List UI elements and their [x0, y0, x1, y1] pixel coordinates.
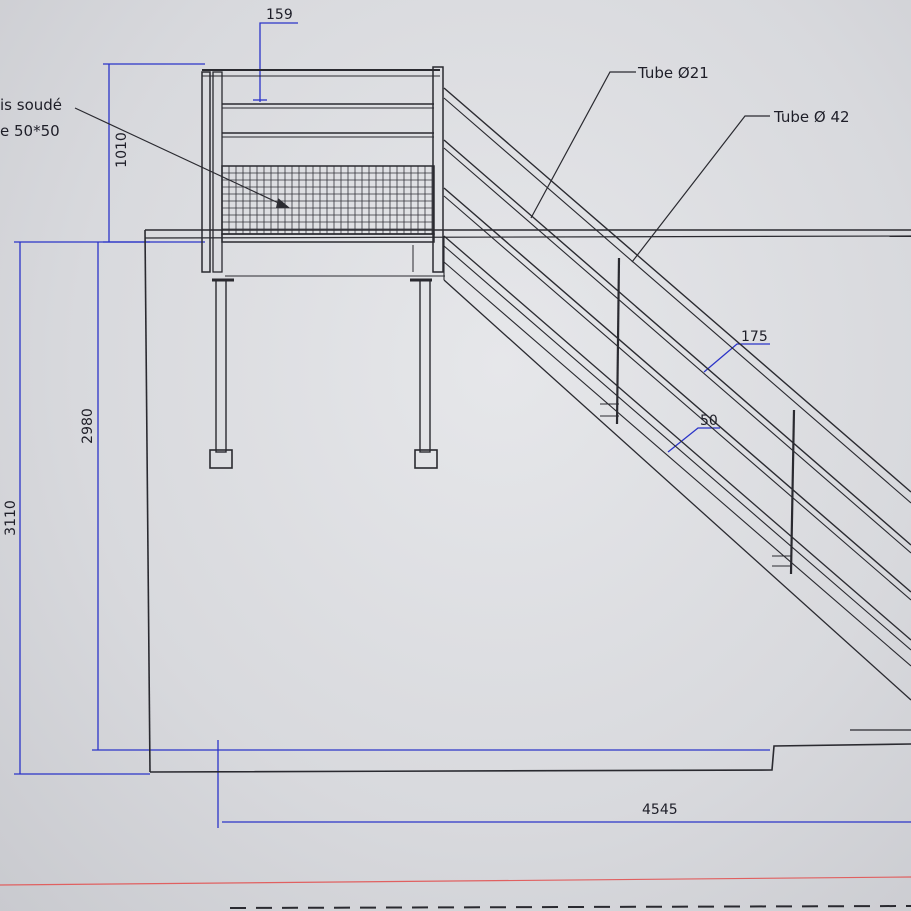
leader-tube-21: [530, 71, 636, 219]
stair-post-1: [615, 257, 621, 425]
stair-post-2: [789, 409, 796, 575]
grating-leader-arrow: [276, 198, 290, 208]
handrail-mid-1: [443, 139, 911, 546]
structure-lines: [74, 66, 911, 773]
dim-175-leader: [703, 343, 770, 373]
dim-1010-text: 1010: [114, 132, 130, 168]
support-leg-right: [419, 279, 431, 453]
label-tube-21: Tube Ø21: [637, 64, 709, 82]
page-margin-line: [0, 876, 911, 886]
handrail-top-1: [443, 87, 911, 493]
leader-tube-42: [631, 115, 770, 263]
left-post: [201, 71, 211, 273]
right-post: [432, 66, 444, 273]
dim-50-leader: [667, 427, 720, 453]
handrail-mid-2: [443, 147, 911, 554]
label-tube-42: Tube Ø 42: [773, 108, 850, 126]
dim-4545-text: 4545: [642, 802, 678, 818]
left-post-inner: [212, 71, 223, 273]
base-plate-left: [209, 449, 233, 469]
stringer-top: [443, 235, 911, 641]
label-grating-line1: is soudé: [0, 96, 62, 114]
handrail-top-2: [443, 97, 911, 504]
stringer-top-2: [443, 245, 911, 651]
wall-left: [144, 229, 151, 773]
slab-line: [144, 235, 911, 239]
page-border-dashed: [229, 905, 911, 909]
handrail-low-1: [443, 187, 911, 593]
grating-frame: [221, 165, 435, 235]
dim-2980-text: 2980: [80, 408, 96, 444]
dim-159-text: 159: [266, 7, 293, 23]
stringer-bottom: [443, 279, 911, 701]
dimension-lines: [14, 22, 911, 828]
grating-mesh: [221, 165, 434, 234]
base-plate-right: [414, 449, 438, 469]
dim-3110-text: 3110: [3, 500, 19, 536]
dim-175-text: 175: [741, 329, 768, 345]
dim-159-leader: [259, 22, 298, 102]
floor-line: [149, 743, 911, 773]
label-grating-line2: e 50*50: [0, 122, 60, 140]
support-leg-left: [215, 279, 227, 453]
handrail-low-2: [443, 195, 911, 601]
dim-50-text: 50: [700, 413, 718, 429]
stringer-mid: [443, 261, 911, 667]
leader-grating: [74, 107, 286, 207]
